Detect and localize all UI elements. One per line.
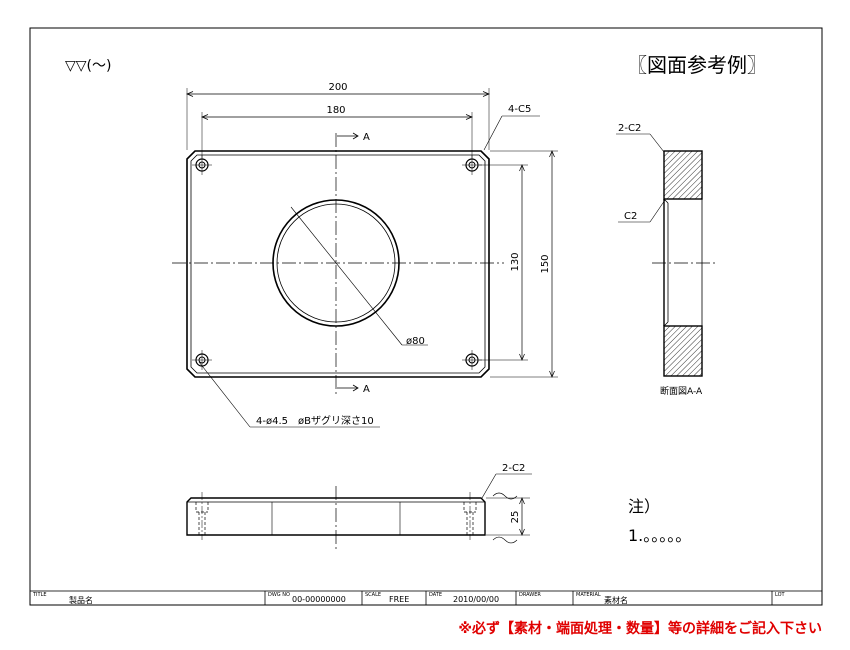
notes-heading: 注） [628,497,660,516]
dim-inner-chamfer: C2 [624,211,637,222]
plate-chamfer-line [190,154,486,374]
drawer-cell: DRAWER [517,591,572,605]
date-value: 2010/00/00 [453,595,500,604]
section-view: 2-C2 C2 断面図A-A [616,123,718,397]
drawer-label: DRAWER [519,592,541,598]
dwg-label: DWG NO [268,592,290,598]
date-cell: DATE 2010/00/00 [427,591,515,605]
dim-thickness: 25 [510,511,521,524]
section-hatch-bottom [663,325,703,377]
dim-width-outer: 200 [328,82,347,93]
title-block-frame [29,590,823,606]
material-cell: MATERIAL 素材名 [574,591,771,605]
dim-width-holes: 180 [326,105,345,116]
drawing-frame [29,27,823,606]
dwg-cell: DWG NO 00-00000000 [266,591,361,605]
material-label: MATERIAL [576,592,601,598]
dim-bolt-holes: 4-ø4.5 øBザグリ深さ10 [256,414,374,427]
surface-finish-symbol: ▽▽(～) [65,58,111,74]
title-value: 製品名 [69,596,93,605]
scale-label: SCALE [365,592,382,598]
dim-corner-chamfer: 4-C5 [508,104,531,115]
section-mark-top: A [363,132,370,143]
front-view: 25 2-C2 [186,463,532,549]
dim-front-chamfer: 2-C2 [502,463,525,474]
title-label: TITLE [33,592,47,598]
dim-bore-diameter: ø80 [406,336,425,347]
section-hatch-top [663,150,703,200]
material-value: 素材名 [604,596,628,605]
lot-label: LOT [775,592,785,598]
dim-height-holes: 130 [510,252,521,271]
date-label: DATE [429,592,443,598]
scale-cell: SCALE FREE [363,591,425,605]
scale-value: FREE [389,595,410,604]
reference-title: 〖図面参考例〗 [627,53,767,77]
title-cell: TITLE 製品名 [31,591,264,605]
dwg-value: 00-00000000 [292,595,346,604]
dim-side-chamfer: 2-C2 [618,123,641,134]
section-caption: 断面図A-A [660,385,703,397]
dim-height-outer: 150 [540,254,551,273]
lot-cell: LOT [773,591,821,605]
top-view: A A 200 180 150 130 ø80 [172,82,558,428]
order-instruction-note: ※必ず【素材・端面処理・数量】等の詳細をご記入下さい [458,621,822,637]
section-mark-bottom: A [363,384,370,395]
plate-outline [186,150,490,378]
notes-item: 1.。。。。。 [628,526,691,545]
